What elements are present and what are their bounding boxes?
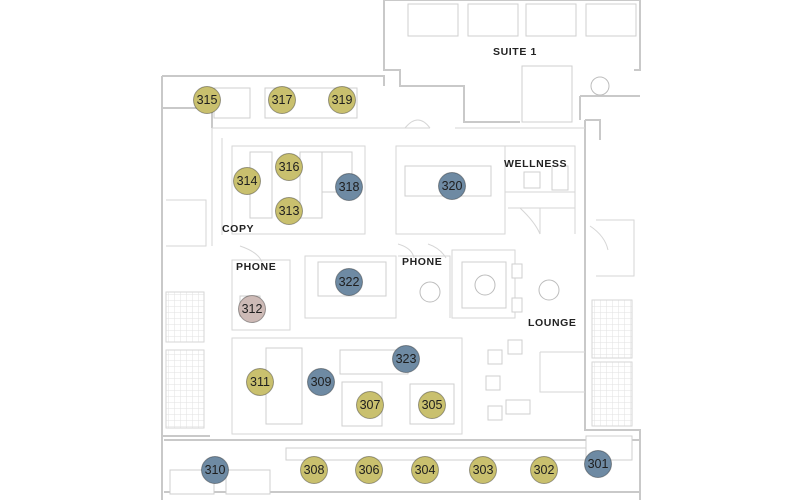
office-markers: 315 317 319 316 314 318 313 320 322 312 … [193, 86, 612, 484]
room-label-lounge: LOUNGE [528, 317, 577, 329]
svg-text:317: 317 [272, 93, 293, 107]
office-marker-320[interactable]: 320 [438, 172, 466, 200]
office-marker-318[interactable]: 318 [335, 173, 363, 201]
office-marker-316[interactable]: 316 [275, 153, 303, 181]
svg-text:322: 322 [339, 275, 360, 289]
svg-text:306: 306 [359, 463, 380, 477]
room-label-suite: SUITE 1 [493, 46, 537, 58]
room-labels: SUITE 1 WELLNESS COPY PHONE PHONE LOUNGE [222, 46, 577, 329]
svg-text:314: 314 [237, 174, 258, 188]
suite-workstations [407, 3, 637, 123]
svg-text:319: 319 [332, 93, 353, 107]
office-marker-315[interactable]: 315 [193, 86, 221, 114]
office-marker-308[interactable]: 308 [300, 456, 328, 484]
office-marker-309[interactable]: 309 [307, 368, 335, 396]
office-marker-323[interactable]: 323 [392, 345, 420, 373]
office-marker-319[interactable]: 319 [328, 86, 356, 114]
svg-text:323: 323 [396, 352, 417, 366]
office-marker-303[interactable]: 303 [469, 456, 497, 484]
svg-text:313: 313 [279, 204, 300, 218]
office-marker-313[interactable]: 313 [275, 197, 303, 225]
svg-text:305: 305 [422, 398, 443, 412]
office-marker-305[interactable]: 305 [418, 391, 446, 419]
svg-text:318: 318 [339, 180, 360, 194]
furniture [169, 3, 637, 495]
svg-text:320: 320 [442, 179, 463, 193]
svg-text:315: 315 [197, 93, 218, 107]
svg-text:310: 310 [205, 463, 226, 477]
office-marker-314[interactable]: 314 [233, 167, 261, 195]
building-walls [161, 0, 641, 500]
svg-text:316: 316 [279, 160, 300, 174]
office-marker-301[interactable]: 301 [584, 450, 612, 478]
svg-text:312: 312 [242, 302, 263, 316]
office-marker-304[interactable]: 304 [411, 456, 439, 484]
room-label-wellness: WELLNESS [504, 158, 567, 170]
office-marker-302[interactable]: 302 [530, 456, 558, 484]
room-label-phone-center: PHONE [402, 256, 442, 268]
room-label-phone-left: PHONE [236, 261, 276, 273]
office-marker-306[interactable]: 306 [355, 456, 383, 484]
svg-text:309: 309 [311, 375, 332, 389]
svg-text:301: 301 [588, 457, 609, 471]
room-label-copy: COPY [222, 223, 254, 235]
svg-text:303: 303 [473, 463, 494, 477]
office-marker-310[interactable]: 310 [201, 456, 229, 484]
office-marker-322[interactable]: 322 [335, 268, 363, 296]
office-marker-312[interactable]: 312 [238, 295, 266, 323]
svg-text:304: 304 [415, 463, 436, 477]
office-marker-317[interactable]: 317 [268, 86, 296, 114]
office-marker-311[interactable]: 311 [246, 368, 274, 396]
svg-text:302: 302 [534, 463, 555, 477]
svg-text:311: 311 [250, 375, 270, 389]
office-marker-307[interactable]: 307 [356, 391, 384, 419]
svg-text:307: 307 [360, 398, 381, 412]
svg-text:308: 308 [304, 463, 325, 477]
